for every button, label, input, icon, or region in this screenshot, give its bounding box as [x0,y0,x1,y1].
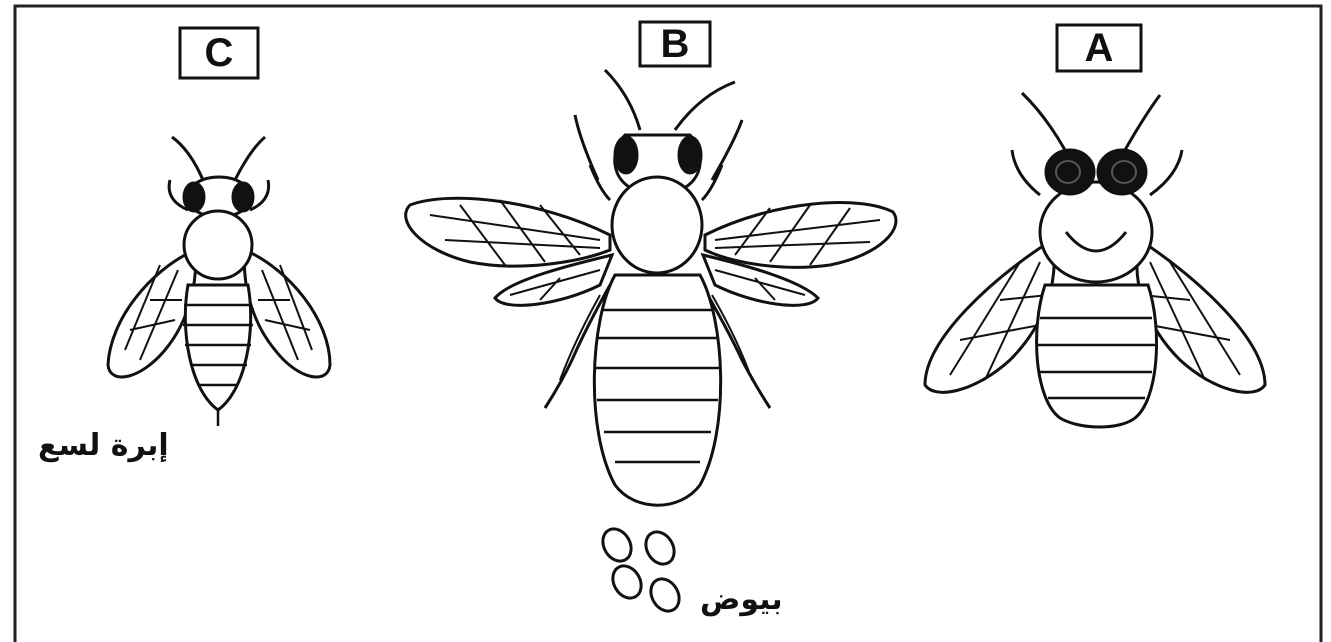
bee-a-abdomen [1037,285,1157,427]
label-b: B [640,22,710,66]
label-c: C [180,28,258,78]
stinger-label: إبرة لسع [38,428,169,463]
bee-a-right-eye [1098,150,1146,194]
label-a: A [1057,25,1141,71]
bee-c-thorax [184,211,252,279]
bee-a-thorax [1040,182,1152,282]
bee-a-left-eye [1046,150,1094,194]
bee-b-thorax [612,177,702,273]
eggs-label: بيوض [700,582,783,617]
